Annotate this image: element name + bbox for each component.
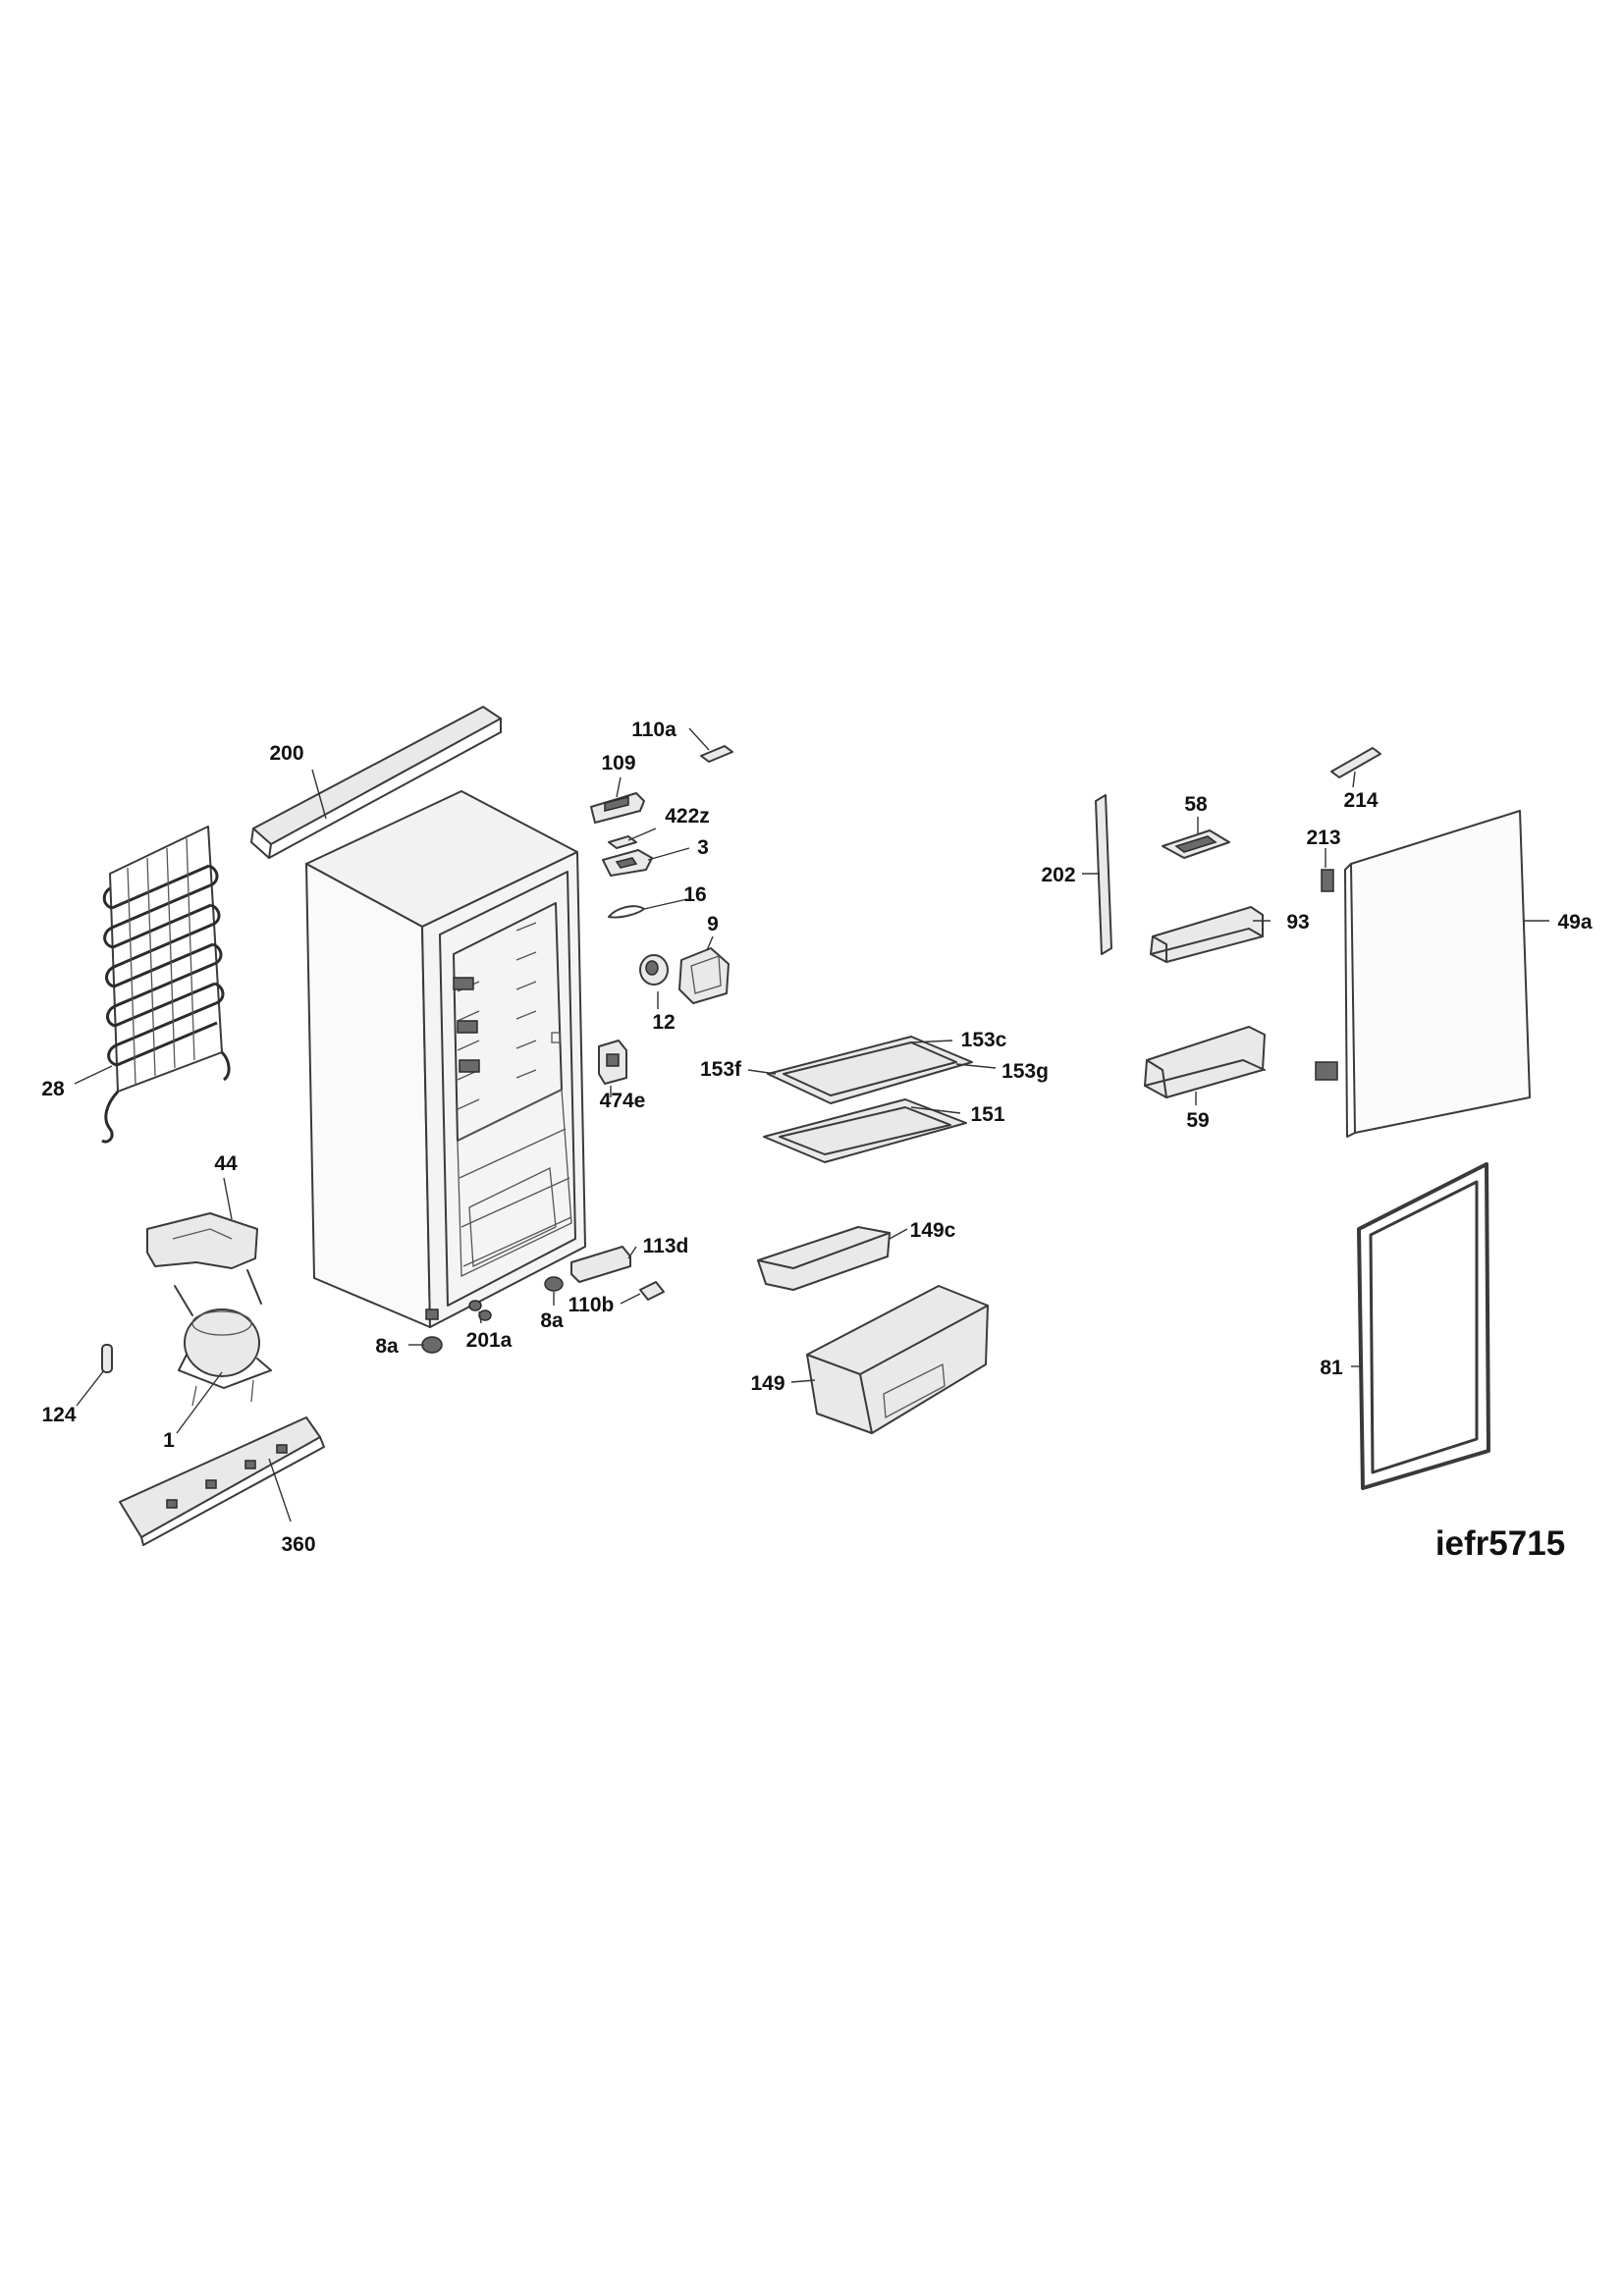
part-201a	[468, 1300, 492, 1321]
label-113d: 113d	[643, 1235, 689, 1257]
label-59: 59	[1186, 1109, 1209, 1132]
label-3: 3	[697, 836, 709, 859]
label-49a: 49a	[1557, 911, 1592, 934]
label-202: 202	[1041, 864, 1075, 886]
label-1: 1	[163, 1429, 175, 1452]
part-16	[608, 905, 645, 919]
label-201a: 201a	[466, 1329, 513, 1352]
label-12: 12	[652, 1011, 675, 1034]
label-8a-right: 8a	[540, 1309, 564, 1332]
label-93: 93	[1286, 911, 1309, 934]
label-110a: 110a	[631, 719, 676, 741]
label-153f: 153f	[700, 1058, 742, 1081]
part-109	[590, 792, 645, 824]
part-labels: 200 110a 109 422z 3 16 9 12 474e 28 44 1…	[41, 719, 1593, 1563]
label-200: 200	[269, 742, 303, 765]
label-28: 28	[41, 1078, 65, 1100]
butter-tray-58	[1162, 829, 1230, 859]
part-8a-left	[421, 1336, 443, 1354]
glass-shelf-upper	[767, 1036, 973, 1104]
condenser-coil	[101, 826, 231, 1144]
label-81: 81	[1320, 1357, 1343, 1379]
model-code: iefr5715	[1435, 1524, 1565, 1563]
crisper-cover-149c	[757, 1226, 891, 1291]
glass-shelf-lower	[763, 1098, 967, 1163]
label-153g: 153g	[1001, 1060, 1049, 1083]
part-8a-right	[544, 1276, 564, 1292]
label-360: 360	[281, 1533, 315, 1556]
label-474e: 474e	[600, 1090, 646, 1112]
part-12	[639, 954, 669, 986]
part-110b	[639, 1281, 665, 1301]
crisper-drawer-149	[806, 1285, 989, 1434]
top-cover	[250, 706, 502, 859]
part-110a	[700, 745, 733, 763]
label-149c: 149c	[910, 1219, 956, 1242]
part-9	[678, 947, 730, 1004]
label-149: 149	[750, 1372, 784, 1395]
label-153c: 153c	[961, 1029, 1007, 1051]
label-44: 44	[214, 1152, 238, 1175]
door-balcony-59	[1144, 1026, 1266, 1098]
part-474e	[598, 1040, 627, 1085]
door-gasket-81	[1357, 1162, 1490, 1490]
door-panel-49a	[1344, 810, 1531, 1138]
label-422z: 422z	[665, 805, 710, 828]
door-strip-202	[1095, 794, 1112, 955]
leader-lines	[74, 727, 1549, 1522]
label-16: 16	[683, 883, 706, 906]
label-9: 9	[707, 913, 719, 935]
door-hinge-lower	[1315, 1061, 1338, 1081]
hinge-213	[1321, 869, 1334, 892]
label-213: 213	[1306, 827, 1340, 849]
part-124	[101, 1344, 113, 1373]
label-109: 109	[601, 752, 635, 774]
base-plate-360	[119, 1416, 325, 1546]
label-124: 124	[41, 1404, 76, 1426]
compressor-bracket-44	[146, 1212, 258, 1269]
label-8a-left: 8a	[375, 1335, 399, 1358]
label-151: 151	[970, 1103, 1004, 1126]
part-3	[602, 849, 653, 877]
label-214: 214	[1343, 789, 1378, 812]
fridge-cabinet	[305, 790, 586, 1328]
label-110b: 110b	[568, 1294, 615, 1316]
compressor-1	[174, 1269, 272, 1407]
label-58: 58	[1184, 793, 1208, 816]
door-balcony-93	[1150, 906, 1264, 963]
handle-214	[1330, 747, 1381, 778]
part-113d	[570, 1246, 631, 1283]
